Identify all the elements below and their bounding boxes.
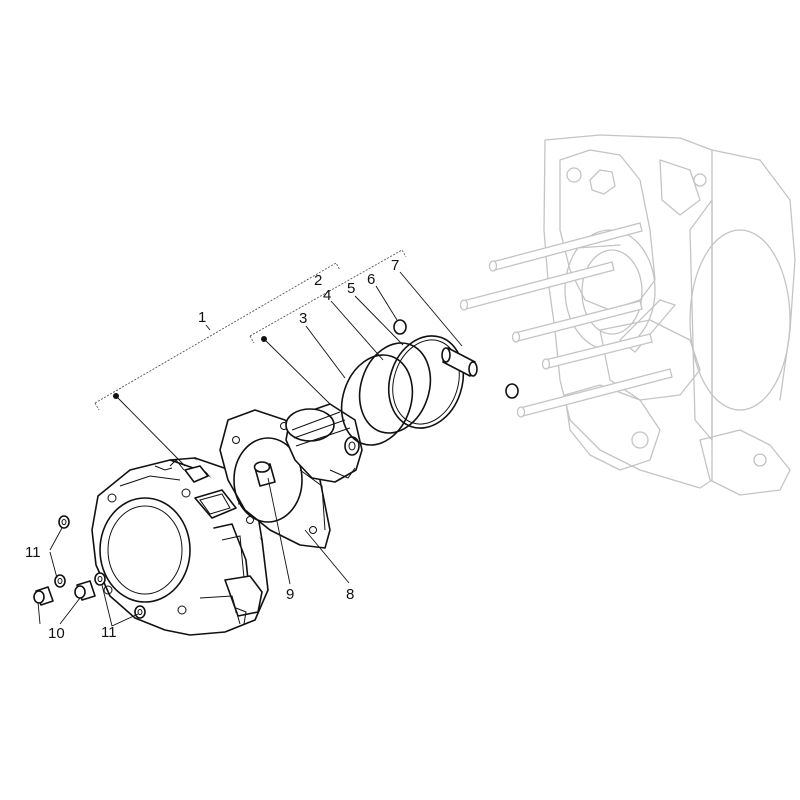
cylinder-nuts xyxy=(33,580,96,606)
callout-1: 1 xyxy=(198,309,206,326)
callout-2: 2 xyxy=(314,272,322,289)
piston-ring-second xyxy=(358,342,432,434)
callout-9: 9 xyxy=(286,586,294,603)
callout-5: 5 xyxy=(347,280,355,297)
callout-6: 6 xyxy=(367,271,375,288)
circlip-front xyxy=(393,319,407,335)
piston xyxy=(285,403,363,483)
callout-7: 7 xyxy=(391,257,399,274)
washers xyxy=(54,515,146,619)
dowel-bush xyxy=(253,461,276,487)
callout-8: 8 xyxy=(346,586,354,603)
callout-11-upper: 11 xyxy=(25,544,41,561)
group-bracket-1 xyxy=(94,262,341,411)
oil-scraper-ring xyxy=(388,335,464,429)
callout-10: 10 xyxy=(48,625,65,642)
crankcase-housing xyxy=(459,134,796,496)
leader-lines xyxy=(37,271,463,627)
piston-pin xyxy=(441,347,478,377)
piston-ring-top xyxy=(340,354,414,446)
callout-11-lower: 11 xyxy=(101,624,117,641)
circlip-rear xyxy=(505,383,519,399)
cylinder-studs xyxy=(459,222,673,418)
callout-3: 3 xyxy=(299,310,307,327)
callout-4: 4 xyxy=(323,287,331,304)
callout-labels: 1 2 3 4 5 6 7 8 9 10 11 11 xyxy=(25,257,399,642)
